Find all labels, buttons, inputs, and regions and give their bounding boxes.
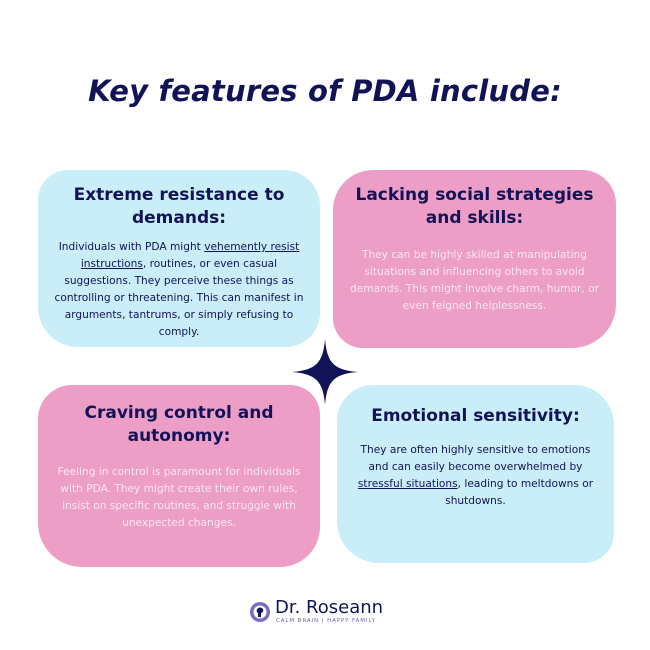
stressful-situations-link[interactable]: stressful situations [357,478,458,490]
page-title: Key features of PDA include: [88,74,562,108]
card-body: Individuals with PDA might vehemently re… [50,239,308,341]
brand-tagline: CALM BRAIN | HAPPY FAMILY [276,618,376,624]
feature-card-emotional-sensitivity: Emotional sensitivity: They are often hi… [337,385,614,563]
card-body-text: , routines, or even casual suggestions. … [54,258,304,338]
card-heading: Emotional sensitivity: [371,406,580,426]
brand-name: Dr. Roseann [275,597,384,618]
feature-card-control: Craving control and autonomy: Feeling in… [38,385,320,567]
card-body-text: , leading to meltdowns or shutdowns. [445,478,594,507]
feature-card-resistance: Extreme resistance to demands: Individua… [38,170,320,347]
brand-logo: Dr. Roseann CALM BRAIN | HAPPY FAMILY [247,597,407,631]
brain-head-logo-icon [250,602,270,622]
four-point-star-icon [292,339,358,405]
card-body: Feeling in control is paramount for indi… [57,466,301,529]
card-heading: Craving control and autonomy: [84,403,274,446]
card-body-text: Individuals with PDA might [58,241,205,253]
card-body-text: They are often highly sensitive to emoti… [360,444,591,473]
card-body: They can be highly skilled at manipulati… [350,249,599,312]
card-body: They are often highly sensitive to emoti… [351,442,600,510]
card-heading: Extreme resistance to demands: [73,185,285,228]
feature-card-social-strategies: Lacking social strategies and skills: Th… [333,170,616,348]
vehemently-resist-link[interactable]: vehemently resist instructions [80,241,300,270]
card-heading: Lacking social strategies and skills: [355,185,594,228]
